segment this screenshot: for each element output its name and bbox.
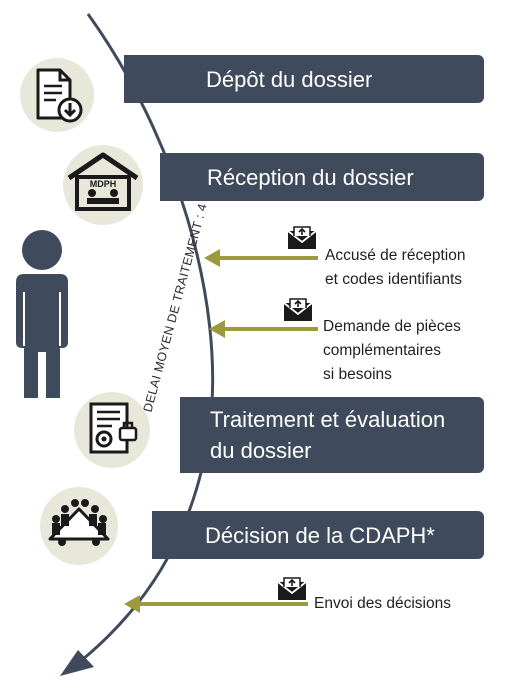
step-bar-depot: Dépôt du dossier: [124, 55, 484, 103]
step-bar-decision: Décision de la CDAPH*: [152, 511, 484, 559]
step-label-reception: Réception du dossier: [207, 164, 414, 190]
note-demande: Demande de pièces complémentaires si bes…: [323, 315, 461, 387]
mail-envelope-icon: [287, 226, 317, 249]
step-bar-traitement: Traitement et évaluation du dossier: [180, 397, 484, 473]
step-label-traitement: Traitement et évaluation du dossier: [210, 407, 446, 463]
step-label-depot: Dépôt du dossier: [206, 66, 373, 92]
certificate-review-icon: [89, 402, 138, 454]
arrow-demande: [209, 320, 318, 338]
committee-meeting-circle: [40, 487, 118, 565]
step-label-decision: Décision de la CDAPH*: [205, 522, 435, 548]
committee-meeting-icon: [48, 499, 110, 546]
note-demande-line-2: complémentaires: [323, 342, 442, 359]
certificate-review-circle: [74, 392, 150, 468]
arrow-envoi: [124, 595, 308, 613]
note-accuse-line-2: et codes identifiants: [325, 271, 463, 288]
mdph-building-icon: MDPH: [67, 152, 139, 211]
mail-envelope-icon: [277, 577, 307, 600]
note-accuse-line-1: Accusé de réception: [325, 247, 466, 264]
note-envoi-line-1: Envoi des décisions: [314, 595, 451, 612]
mdph-building-circle: MDPH: [63, 145, 143, 225]
document-download-icon: [36, 68, 83, 123]
note-demande-line-3: si besoins: [323, 366, 392, 383]
svg-text:MDPH: MDPH: [90, 179, 117, 189]
step-bar-reception: Réception du dossier: [160, 153, 484, 201]
person-icon: [16, 230, 68, 398]
mail-envelope-icon: [283, 298, 313, 321]
note-accuse: Accusé de réception et codes identifiant…: [325, 244, 465, 292]
timeline-arrowhead: [60, 650, 94, 676]
document-download-circle: [20, 58, 94, 132]
note-envoi: Envoi des décisions: [314, 592, 451, 616]
arrow-accuse: [204, 249, 318, 267]
note-demande-line-1: Demande de pièces: [323, 318, 461, 335]
